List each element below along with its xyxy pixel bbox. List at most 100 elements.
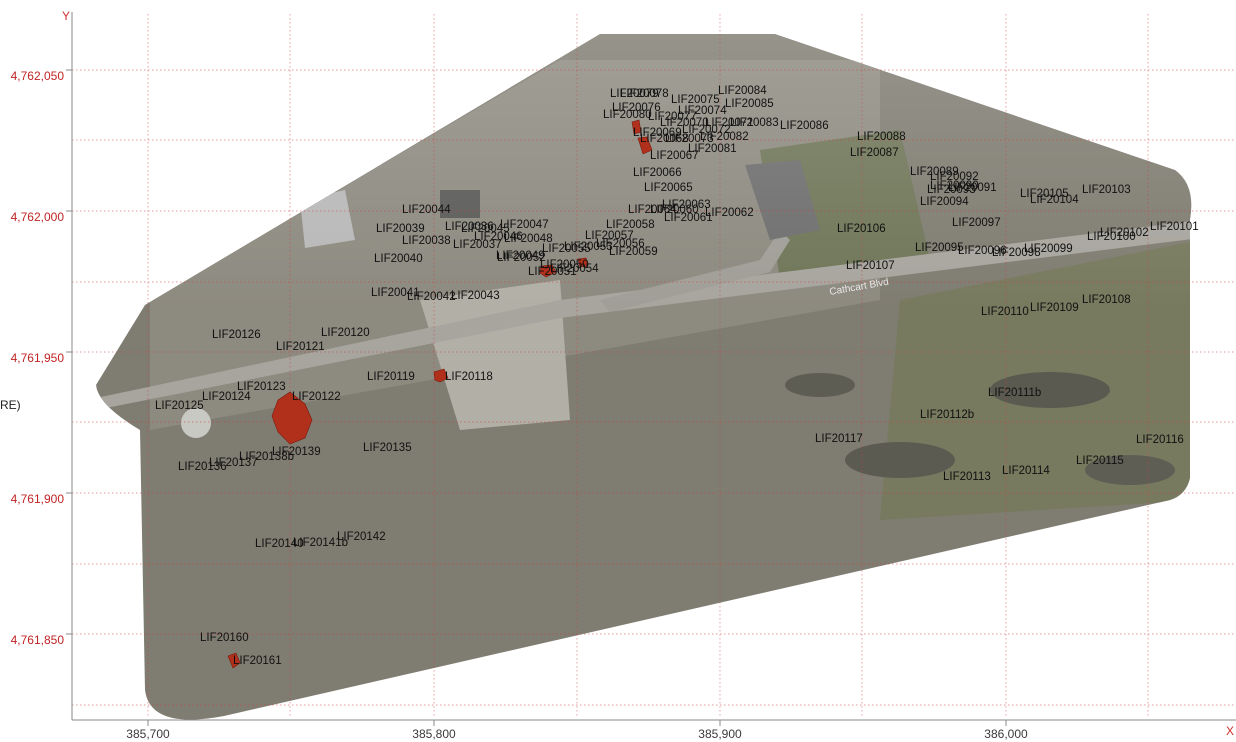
sample-label[interactable]: LIF20068 [640,133,689,145]
sample-label[interactable]: LIF20087 [850,147,899,159]
feature-marker[interactable] [539,264,557,278]
sample-label[interactable]: LIF20037 [453,239,502,251]
sample-label[interactable]: LIF20112b [920,409,974,421]
sample-label[interactable]: LIF20142 [337,531,386,543]
sample-label[interactable]: LIF20116 [1136,434,1184,446]
sample-label[interactable]: LIF20091 [948,182,997,194]
sample-label[interactable]: LIF20062 [705,207,754,219]
sample-label[interactable]: LIF20055 [542,243,591,255]
sample-label[interactable]: LIF20082 [700,131,749,143]
sample-label[interactable]: LIF20036 [445,221,494,233]
sample-label[interactable]: LIF20120 [321,327,370,339]
sample-label[interactable]: LIF20125 [155,400,204,412]
sample-label[interactable]: LIF20084 [718,85,767,97]
feature-marker[interactable] [631,119,642,135]
sample-label[interactable]: LIF20050 [540,259,589,271]
sample-label[interactable]: LIF20093 [927,184,976,196]
sample-label[interactable]: LIF20057 [585,230,634,242]
sample-label[interactable]: LIF20049 [496,250,545,262]
sample-label[interactable]: LIF20058 [606,219,655,231]
sample-label[interactable]: LIF20099 [1024,243,1073,255]
sample-label[interactable]: LIF20052 [497,252,546,264]
sample-label[interactable]: LIF20072 [682,124,731,136]
sample-label[interactable]: LIF20121 [276,341,325,353]
feature-marker[interactable] [637,136,653,155]
sample-label[interactable]: LIF20107 [846,260,895,272]
sample-label[interactable]: LIF20081 [688,143,737,155]
sample-label[interactable]: LIF20089 [910,166,959,178]
sample-label[interactable]: LIF20063 [662,199,711,211]
sample-label[interactable]: LIF20083 [730,117,779,129]
sample-label[interactable]: LIF20044 [402,204,451,216]
sample-label[interactable]: LIF20114 [1002,465,1050,477]
sample-label[interactable]: LIF20137 [209,457,258,469]
sample-label[interactable]: LIF20071 [705,117,754,129]
sample-label[interactable]: LIF20108 [1082,294,1131,306]
feature-marker[interactable] [271,391,313,445]
sample-label[interactable]: LIF20126 [212,329,261,341]
sample-label[interactable]: LIF20161 [233,655,282,667]
sample-label[interactable]: LIF20065 [644,182,693,194]
sample-label[interactable]: LIF20160 [200,632,249,644]
sample-label[interactable]: LIF20056 [596,238,645,250]
sample-label[interactable]: LIF20043 [451,290,500,302]
sample-label[interactable]: LIF20074 [678,105,727,117]
sample-label[interactable]: LIF20098 [992,247,1041,259]
sample-label[interactable]: LIF20139 [272,446,321,458]
sample-label[interactable]: LIF20048 [504,233,553,245]
sample-label[interactable]: LIF20039 [376,223,425,235]
sample-label[interactable]: LIF20059 [609,246,658,258]
sample-label[interactable]: LIF20117 [815,433,863,445]
sample-label[interactable]: LIF20045 [461,223,510,235]
sample-label[interactable]: LIF20096 [958,245,1007,257]
sample-label[interactable]: LIF20061 [664,212,713,224]
sample-label[interactable]: LIF20076 [612,102,661,114]
sample-label[interactable]: LIF20073 [665,133,714,145]
sample-label[interactable]: LIF20088 [857,131,906,143]
sample-label[interactable]: LIF20138b [239,451,294,463]
sample-label[interactable]: LIF20100 [1087,231,1136,243]
feature-marker[interactable] [577,257,589,268]
sample-label[interactable]: LIF20085 [725,98,774,110]
sample-label[interactable]: LIF20122 [292,391,341,403]
sample-label[interactable]: LIF20054 [550,263,599,275]
sample-label[interactable]: LIF20136 [178,461,227,473]
sample-label[interactable]: LIF20069 [633,127,682,139]
sample-label[interactable]: LIF20064 [628,204,677,216]
sample-label[interactable]: LIF20097 [952,217,1001,229]
sample-label[interactable]: LIF20104 [1030,194,1079,206]
feature-marker[interactable] [433,368,449,383]
sample-label[interactable]: LIF20135 [363,442,412,454]
sample-label[interactable]: LIF20040 [374,253,423,265]
feature-marker[interactable] [227,652,241,669]
sample-label[interactable]: LIF20066 [633,167,682,179]
sample-label[interactable]: LIF20067 [650,150,699,162]
sample-label[interactable]: LIF20094 [920,196,969,208]
sample-label[interactable]: LIF20119 [367,371,415,383]
sample-label[interactable]: LIF20046 [474,231,523,243]
sample-label[interactable]: LIF20079 [610,88,659,100]
sample-label[interactable]: LIF20075 [671,94,720,106]
sample-label[interactable]: LIF20109 [1030,302,1079,314]
sample-label[interactable]: LIF20103 [1082,184,1131,196]
sample-label[interactable]: LIF20101 [1150,221,1199,233]
sample-label[interactable]: LIF20051 [528,266,577,278]
sample-label[interactable]: LIF20080 [603,109,652,121]
sample-label[interactable]: LIF20078 [620,88,669,100]
sample-label[interactable]: LIF20123 [237,381,286,393]
sample-label[interactable]: LIF20111b [988,387,1041,399]
sample-label[interactable]: LIF20140 [255,538,304,550]
sample-label[interactable]: LIF20038 [402,235,451,247]
sample-label[interactable]: LIF20105 [1020,188,1069,200]
sample-label[interactable]: LIF20118 [445,371,493,383]
sample-label[interactable]: LIF20106 [837,223,886,235]
sample-label[interactable]: LIF20141b [293,537,348,549]
sample-label[interactable]: LIF20095 [915,242,964,254]
sample-label[interactable]: LIF20124 [202,391,251,403]
sample-label[interactable]: LIF20092 [930,171,979,183]
sample-label[interactable]: LIF20113 [943,471,991,483]
sample-label[interactable]: LIF20077 [648,111,697,123]
sample-label[interactable]: LIF20047 [500,219,549,231]
